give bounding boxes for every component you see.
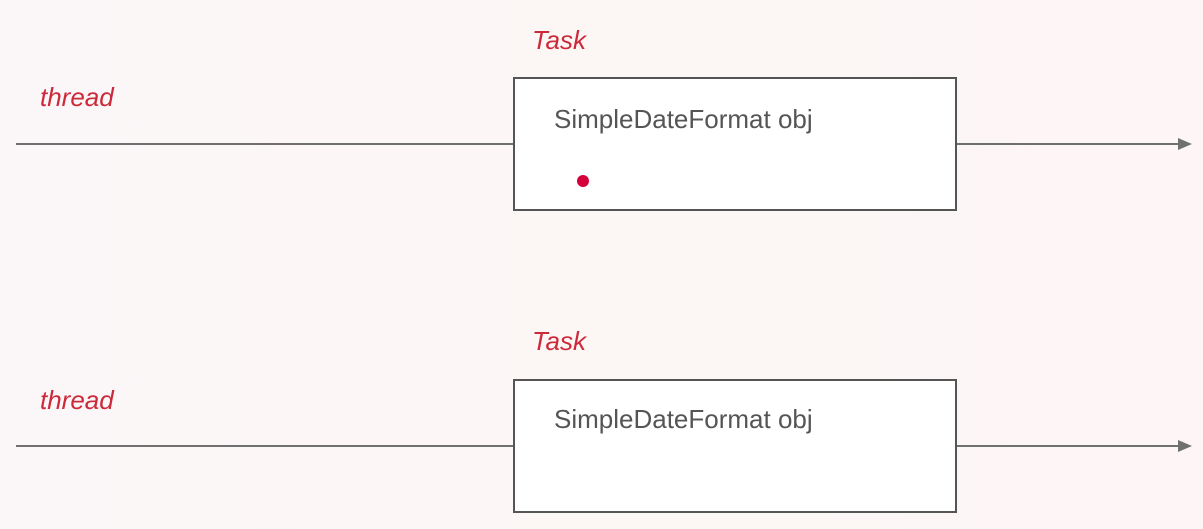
arrowhead-2 (1178, 440, 1192, 452)
task-label-2: Task (532, 326, 588, 356)
pointer-dot (577, 175, 589, 187)
lane-1: Task thread SimpleDateFormat obj (16, 25, 1192, 211)
thread-label-2: thread (40, 385, 115, 415)
object-label-1: SimpleDateFormat obj (554, 104, 813, 134)
task-box-1 (513, 77, 957, 211)
thread-label-1: thread (40, 82, 115, 112)
task-box-2 (513, 379, 957, 513)
lane-2: Task thread SimpleDateFormat obj (16, 326, 1192, 513)
arrowhead-1 (1178, 138, 1192, 150)
object-label-2: SimpleDateFormat obj (554, 404, 813, 434)
task-label-1: Task (532, 25, 588, 55)
